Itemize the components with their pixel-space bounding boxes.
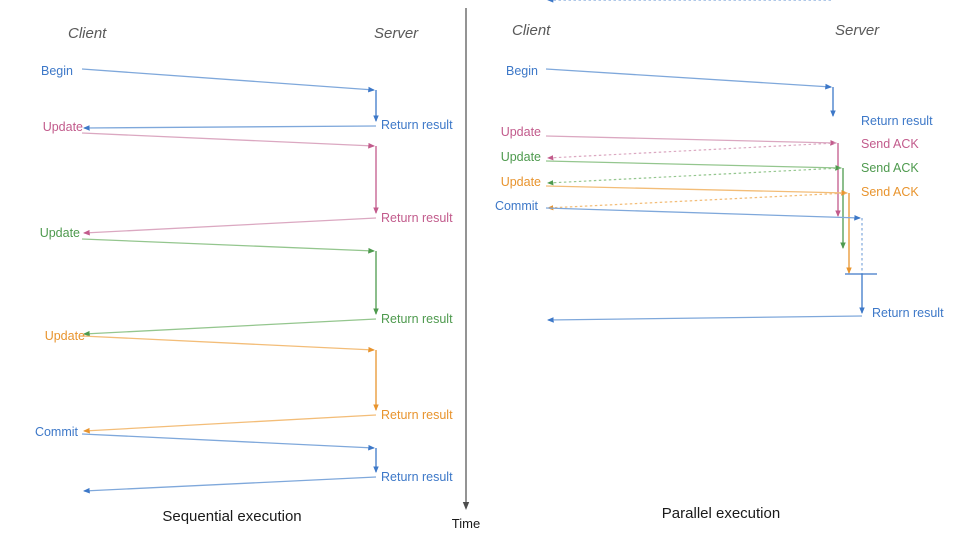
panel-caption: Sequential execution [162, 508, 301, 525]
ack-arrow [547, 167, 842, 186]
response-label: Return result [381, 312, 453, 326]
request-label: Begin [41, 64, 73, 78]
lane-title-client: Client [68, 25, 107, 42]
request-arrow [545, 68, 833, 90]
request-label: Commit [35, 425, 79, 439]
lane-title-server: Server [835, 22, 880, 39]
request-label: Update [501, 175, 541, 189]
response-arrow [82, 318, 377, 337]
response-arrow [82, 125, 377, 131]
response-label: Return result [861, 114, 933, 128]
response-label: Return result [381, 408, 453, 422]
request-label: Update [501, 150, 541, 164]
response-arrow [82, 414, 377, 434]
request-arrow [545, 160, 843, 171]
request-label: Update [45, 329, 85, 343]
request-arrow [545, 135, 838, 146]
request-arrow [81, 238, 376, 254]
ack-arrow [547, 192, 848, 211]
request-arrow [545, 207, 862, 221]
request-label: Update [40, 226, 80, 240]
time-axis-arrowhead [462, 502, 470, 510]
request-arrow [81, 132, 376, 149]
request-arrow [545, 185, 849, 196]
request-arrow [81, 68, 376, 93]
response-label: Send ACK [861, 137, 919, 151]
lane-title-client: Client [512, 22, 551, 39]
response-label: Return result [381, 470, 453, 484]
commit-response-arrow [546, 315, 863, 323]
panel-caption: Parallel execution [662, 505, 780, 522]
response-arrow [82, 217, 377, 236]
response-arrow [82, 476, 377, 494]
response-label: Return result [381, 118, 453, 132]
ack-arrow [547, 142, 837, 161]
response-label: Return result [381, 211, 453, 225]
time-axis-label: Time [452, 516, 480, 531]
response-label: Send ACK [861, 161, 919, 175]
request-label: Commit [495, 199, 539, 213]
request-arrow [81, 433, 376, 451]
response-label: Send ACK [861, 185, 919, 199]
request-arrow [81, 335, 376, 353]
request-label: Update [501, 125, 541, 139]
request-label: Begin [506, 64, 538, 78]
lane-title-server: Server [374, 25, 419, 42]
response-label: Return result [872, 306, 944, 320]
time-axis: Time [452, 8, 480, 531]
request-label: Update [43, 120, 83, 134]
